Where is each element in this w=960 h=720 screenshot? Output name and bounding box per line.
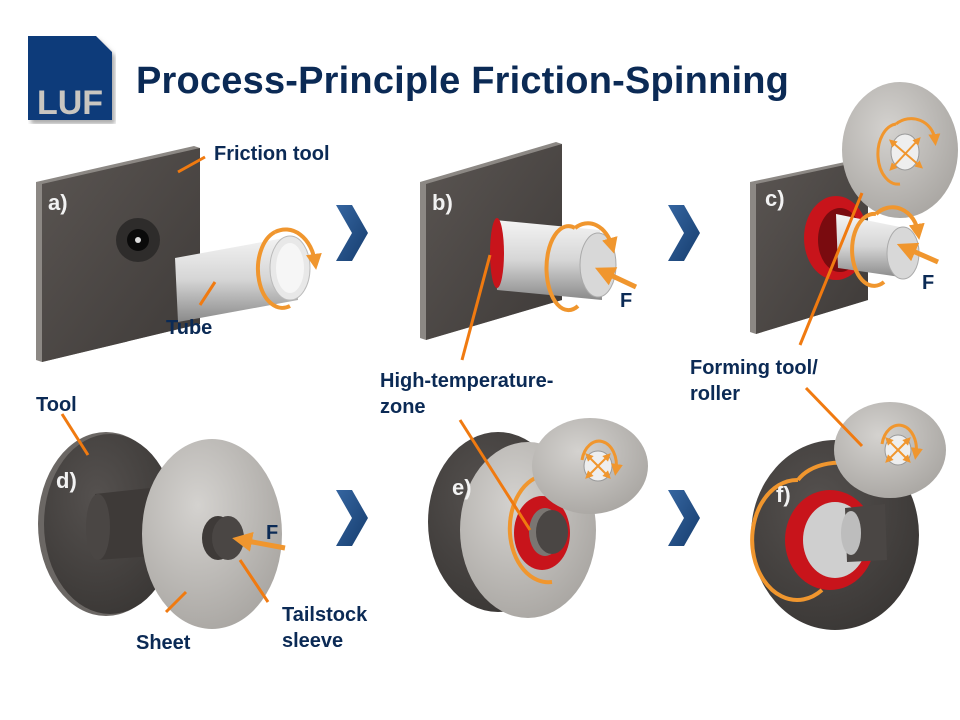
- label-high-temp-line1: High-temperature-: [380, 370, 554, 392]
- leader-tool: [60, 413, 90, 456]
- step-e-illustration: e): [428, 418, 648, 618]
- label-tailstock-line1: Tailstock: [282, 604, 368, 626]
- label-friction-tool: Friction tool: [214, 143, 330, 165]
- step-c-illustration: c): [750, 82, 958, 334]
- chevron-icon: [668, 205, 700, 261]
- logo-text: LUF: [37, 84, 103, 122]
- leader-forming-tool-c: [798, 192, 864, 346]
- chevron-icon: [336, 205, 368, 261]
- leader-high-temp-b: [460, 254, 492, 361]
- label-tube: Tube: [166, 317, 213, 339]
- leader-high-temp-e: [458, 419, 532, 531]
- label-tailstock-line2: sleeve: [282, 630, 344, 652]
- force-label-b: F: [620, 290, 633, 312]
- step-label-c: c): [765, 186, 785, 211]
- leader-tube: [198, 281, 217, 306]
- label-tool: Tool: [36, 394, 77, 416]
- label-sheet: Sheet: [136, 632, 191, 654]
- step-label-f: f): [776, 482, 791, 507]
- chevron-icon: [668, 490, 700, 546]
- step-label-b: b): [432, 190, 453, 215]
- step-b-illustration: b): [420, 142, 638, 340]
- page-title: Process-Principle Friction-Spinning: [136, 60, 790, 102]
- step-d-illustration: d): [38, 432, 286, 629]
- step-a-illustration: a): [36, 146, 322, 362]
- label-forming-tool-line1: Forming tool/: [690, 357, 818, 379]
- force-label-c: F: [922, 272, 935, 294]
- step-f-illustration: f): [750, 402, 946, 630]
- friction-tool-plate: [42, 148, 200, 362]
- heat-zone-b: [490, 218, 504, 288]
- leader-friction-tool: [177, 155, 206, 174]
- label-forming-tool: Forming tool/ roller: [690, 355, 818, 407]
- luf-logo: LUF: [28, 36, 116, 124]
- step-label-d: d): [56, 468, 77, 493]
- chevron-icon: [336, 490, 368, 546]
- step-label-a: a): [48, 190, 68, 215]
- label-high-temp-zone: High-temperature- zone: [380, 368, 553, 420]
- step-label-e: e): [452, 475, 472, 500]
- leader-forming-tool-f: [804, 386, 864, 448]
- label-forming-tool-line2: roller: [690, 383, 741, 405]
- label-high-temp-line2: zone: [380, 396, 426, 418]
- label-tailstock-sleeve: Tailstock sleeve: [282, 602, 367, 654]
- force-label-d: F: [266, 522, 279, 544]
- leader-sheet: [164, 590, 188, 614]
- leader-tailstock: [238, 559, 270, 603]
